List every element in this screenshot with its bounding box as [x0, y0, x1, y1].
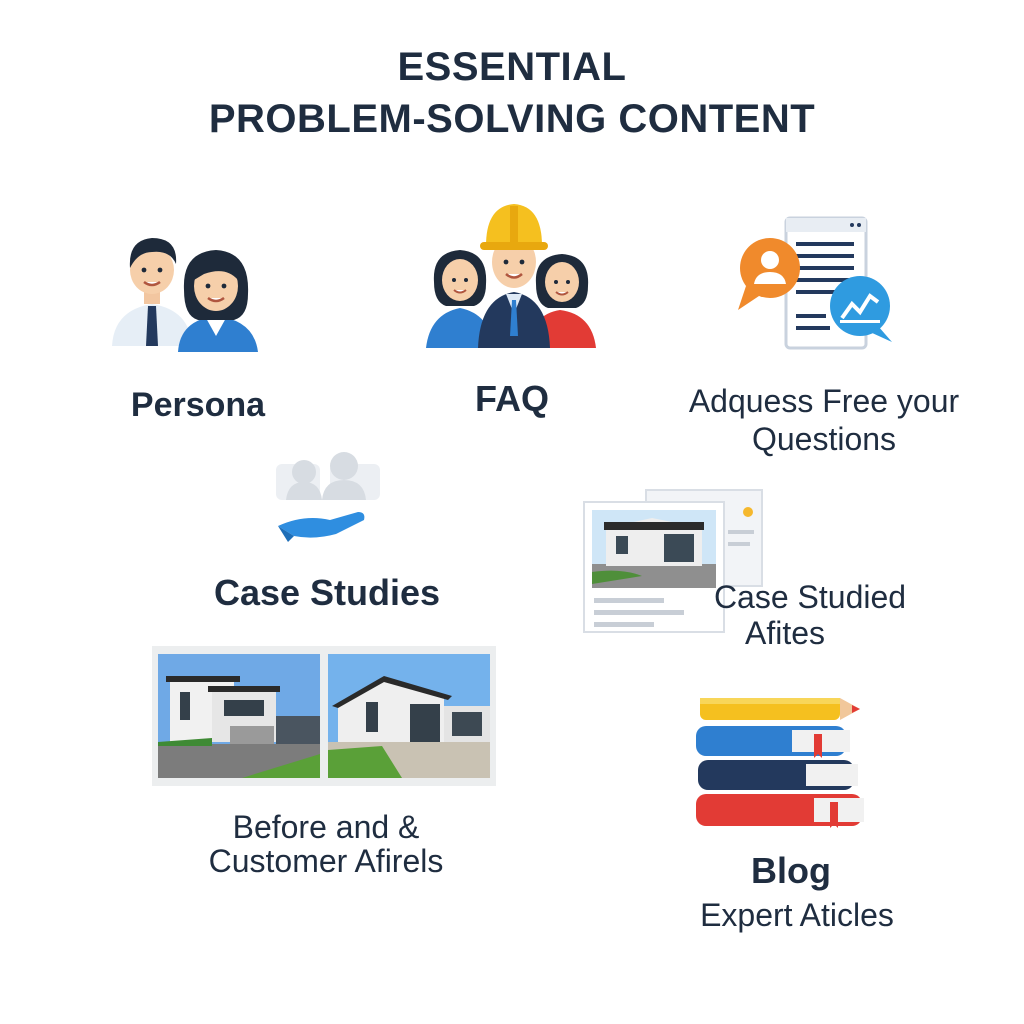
case-studies-label: Case Studies — [213, 572, 441, 613]
faq-label: FAQ — [474, 378, 549, 419]
questions-label-line2: Questions — [751, 421, 897, 457]
case-studied-label-line2: Afites — [744, 615, 826, 651]
persona-label: Persona — [130, 386, 266, 424]
blog-label: Blog — [751, 850, 831, 891]
chat-document-icon — [736, 216, 896, 352]
before-after-label-line1: Before and & — [232, 809, 420, 845]
before-after-label-line2: Customer Afirels — [208, 843, 444, 879]
page-title-line1: ESSENTIAL — [397, 45, 627, 89]
stacked-books-icon — [694, 694, 866, 830]
construction-team-icon — [424, 196, 600, 352]
handshake-people-icon — [274, 450, 384, 546]
house-photos-icon — [152, 646, 496, 786]
business-people-icon — [108, 224, 268, 352]
page-title-line2: PROBLEM-SOLVING CONTENT — [208, 97, 816, 141]
case-studied-label-line1: Case Studied — [713, 579, 907, 615]
house-article-icon — [582, 488, 766, 636]
blog-sublabel: Expert Aticles — [700, 897, 894, 933]
questions-label-line1: Adquess Free your — [688, 383, 960, 419]
